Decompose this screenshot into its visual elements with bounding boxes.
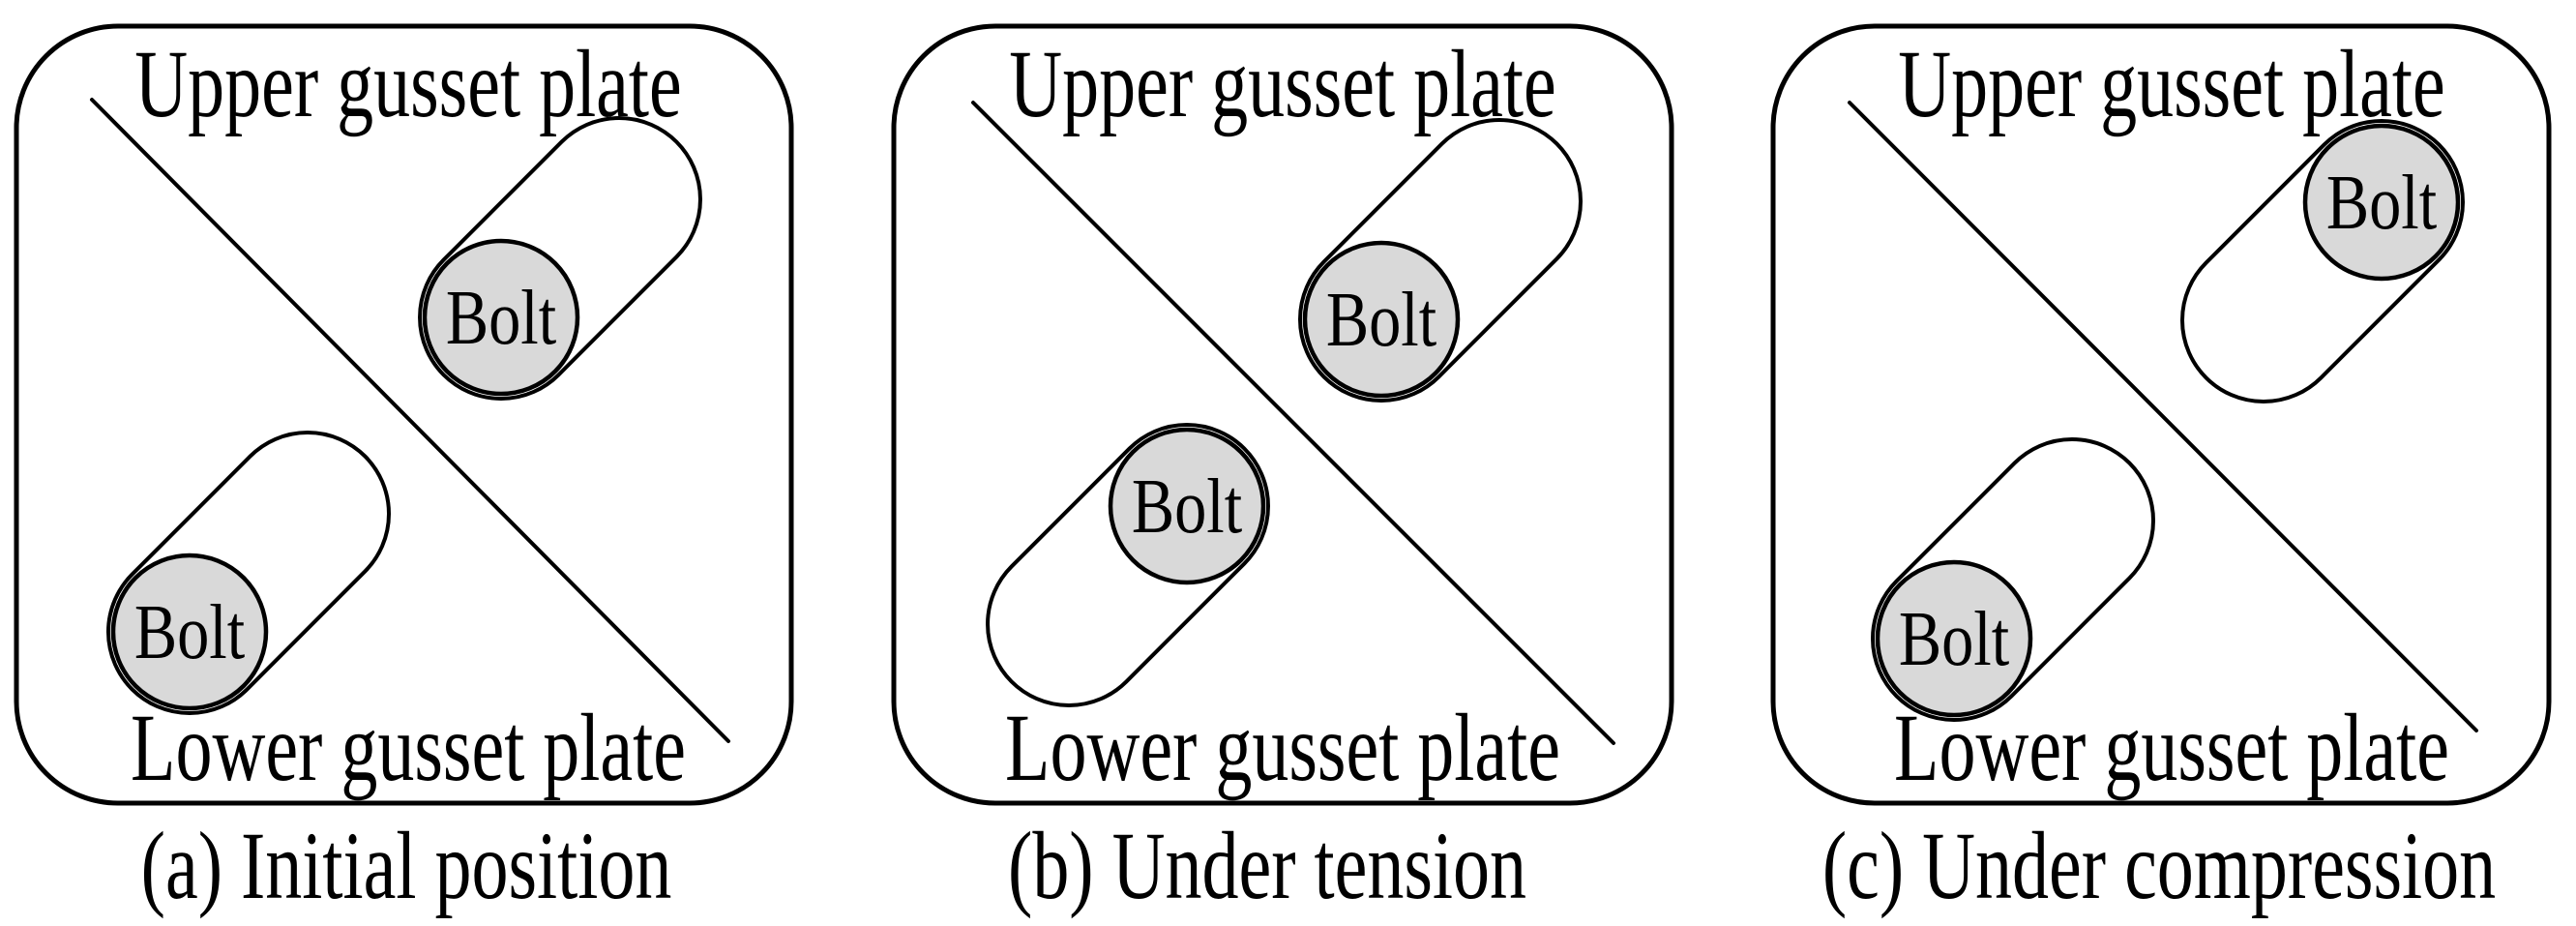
upper-plate-label: Upper gusset plate [1009, 31, 1556, 137]
plate-interface-diagonal-line [90, 98, 730, 743]
gusset-plate-outline [891, 23, 1674, 806]
panel-caption: (c) Under compression [1822, 813, 2496, 919]
bolt-lower-circle [110, 553, 269, 711]
bolt-upper-label: Bolt [2326, 159, 2437, 245]
bolt-upper-circle [1302, 240, 1461, 399]
slotted-hole-lower [1871, 437, 2155, 722]
panel-under-tension: Bolt Bolt Upper gusset plate Lower gusse… [891, 23, 1674, 920]
slotted-hole-lower [106, 431, 391, 715]
bolt-upper-label: Bolt [446, 274, 556, 360]
gusset-plate-outline [1770, 23, 2552, 806]
panel-under-compression: Bolt Bolt Upper gusset plate Lower gusse… [1770, 23, 2552, 920]
bolt-lower-label: Bolt [1132, 463, 1242, 549]
panel-caption: (a) Initial position [141, 813, 672, 919]
lower-plate-label: Lower gusset plate [1005, 695, 1560, 801]
bolt-lower-label: Bolt [1899, 595, 2009, 681]
bolt-lower-circle [1875, 559, 2033, 718]
gusset-plate-outline [14, 23, 794, 806]
bolt-lower-label: Bolt [134, 588, 245, 674]
slotted-hole-lower [986, 423, 1270, 707]
slotted-hole-upper [1298, 118, 1583, 403]
bolt-lower-circle [1108, 427, 1266, 585]
panel-initial-position: Bolt Bolt Upper gusset plate Lower gusse… [14, 23, 794, 920]
plate-interface-diagonal-line [971, 101, 1615, 745]
bolt-upper-label: Bolt [1326, 276, 1436, 362]
slotted-hole-upper [418, 116, 702, 401]
panel-caption: (b) Under tension [1008, 813, 1526, 919]
bolt-upper-circle [422, 238, 580, 397]
bolt-upper-circle [2302, 123, 2461, 282]
slotted-hole-upper [2180, 119, 2465, 403]
upper-plate-label: Upper gusset plate [134, 31, 682, 137]
lower-plate-label: Lower gusset plate [131, 695, 686, 801]
upper-plate-label: Upper gusset plate [1898, 31, 2445, 137]
lower-plate-label: Lower gusset plate [1894, 695, 2449, 801]
plate-interface-diagonal-line [1848, 101, 2478, 732]
